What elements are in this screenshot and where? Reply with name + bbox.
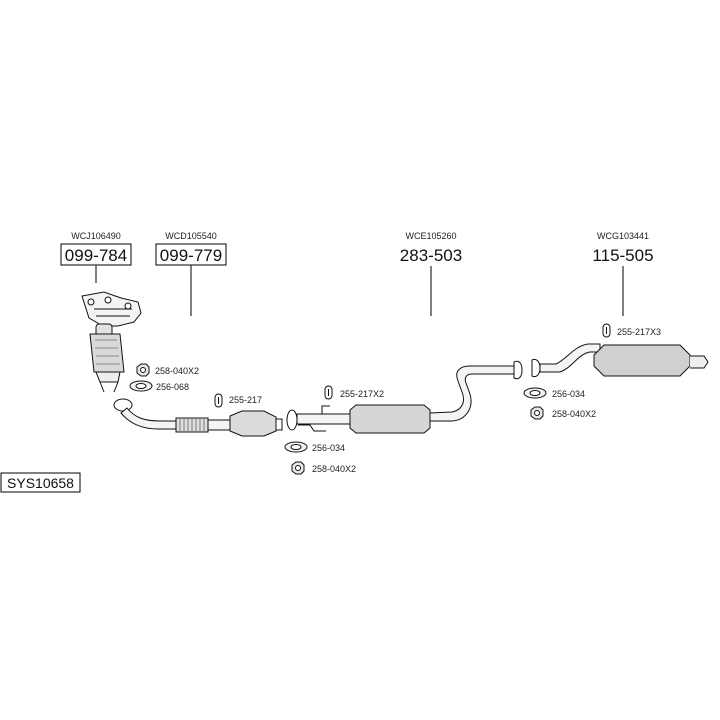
part-callout-middle-silencer[interactable]: WCE105260 283-503 <box>400 231 462 316</box>
hanger-fitting[interactable]: 255-217 <box>214 393 262 408</box>
fitting-code: 258-040X2 <box>312 464 356 474</box>
gasket-fitting[interactable]: 256-034 <box>523 387 585 399</box>
fitting-code: 256-034 <box>552 389 585 399</box>
fitting-code: 256-034 <box>312 443 345 453</box>
part-number: 099-784 <box>65 246 127 265</box>
part-number: 115-505 <box>592 246 653 265</box>
part-callout-front-pipe[interactable]: WCD105540 099-779 <box>155 231 227 316</box>
part-callout-manifold[interactable]: WCJ106490 099-784 <box>60 231 132 283</box>
system-id: SYS10658 <box>7 475 74 491</box>
part-ref: WCE105260 <box>405 231 456 241</box>
fitting-code: 255-217X3 <box>617 327 661 337</box>
fitting-code: 256-068 <box>156 382 189 392</box>
nut-fitting[interactable]: 258-040X2 <box>136 363 199 377</box>
system-id-box <box>0 472 81 493</box>
gasket-fitting[interactable]: 256-034 <box>284 441 345 453</box>
part-ref: WCJ106490 <box>71 231 121 241</box>
front-pipe-drawing <box>113 398 283 437</box>
fitting-code: 258-040X2 <box>552 409 596 419</box>
system-id-label: SYS10658 <box>0 472 81 493</box>
gasket-fitting[interactable]: 256-068 <box>129 380 189 392</box>
fitting-code: 258-040X2 <box>155 366 199 376</box>
rear-silencer-drawing <box>531 343 709 378</box>
part-callout-rear-silencer[interactable]: WCG103441 115-505 <box>592 231 654 316</box>
hanger-fitting[interactable]: 255-217X3 <box>602 323 661 338</box>
part-ref: WCD105540 <box>165 231 217 241</box>
fitting-code: 255-217X2 <box>340 389 384 399</box>
nut-fitting[interactable]: 258-040X2 <box>291 461 356 475</box>
part-ref: WCG103441 <box>597 231 649 241</box>
part-number: 283-503 <box>400 246 462 265</box>
fitting-code: 255-217 <box>229 395 262 405</box>
part-number: 099-779 <box>160 246 222 265</box>
middle-silencer-drawing <box>286 360 523 434</box>
exhaust-manifold-drawing <box>81 291 142 393</box>
nut-fitting[interactable]: 258-040X2 <box>530 406 596 420</box>
hanger-fitting[interactable]: 255-217X2 <box>324 385 384 400</box>
